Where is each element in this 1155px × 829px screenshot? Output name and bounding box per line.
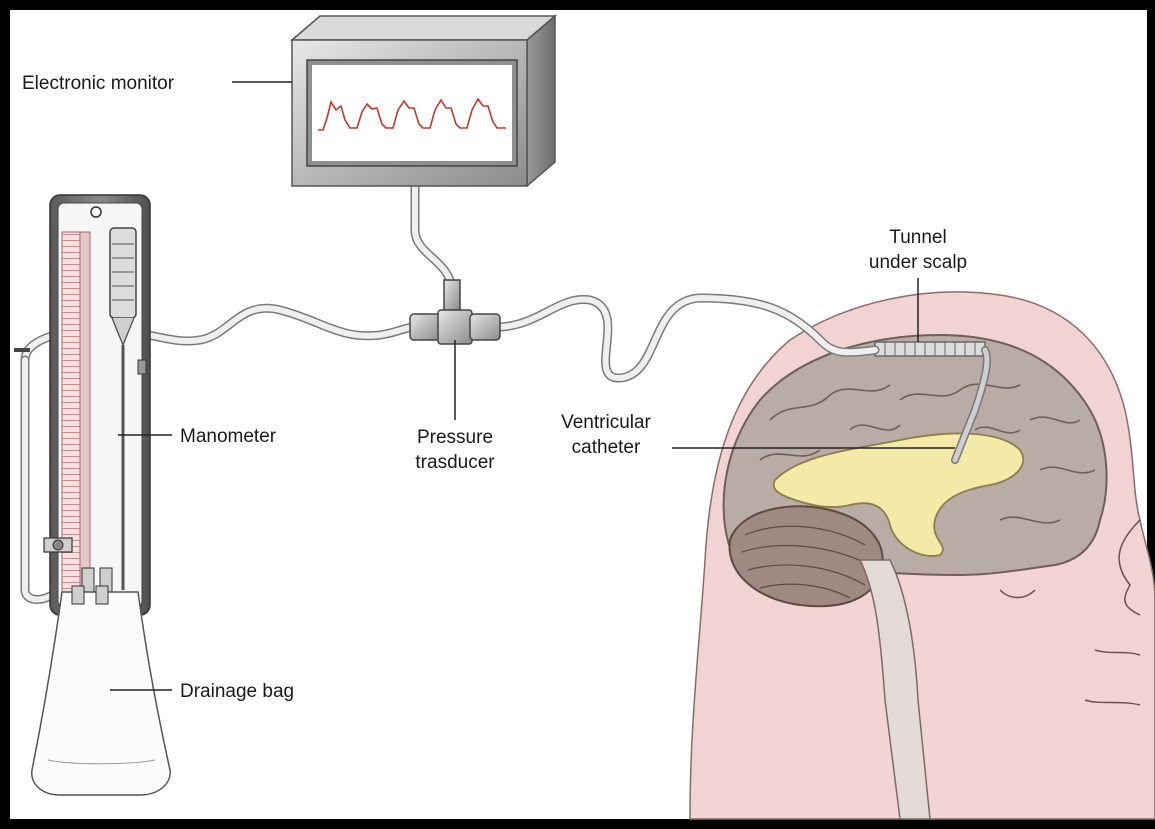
label-drainage-bag: Drainage bag [180, 681, 294, 702]
drip-chamber [110, 228, 136, 318]
label-ventricular-catheter-line1: Ventricular [561, 412, 651, 433]
label-ventricular-catheter-line2: catheter [572, 437, 641, 458]
label-tunnel-line1: Tunnel [889, 227, 946, 248]
label-manometer: Manometer [180, 426, 277, 447]
head-illustration [690, 292, 1155, 819]
tunnel-under-scalp [875, 342, 985, 356]
label-electronic-monitor: Electronic monitor [22, 73, 175, 94]
label-pressure-transducer-line1: Pressure [417, 427, 493, 448]
hanger-hole [91, 207, 101, 217]
label-tunnel-line2: under scalp [869, 252, 967, 273]
label-pressure-transducer-line2: trasducer [415, 452, 495, 473]
electronic-monitor [292, 16, 555, 186]
monitor-screen [312, 65, 512, 161]
